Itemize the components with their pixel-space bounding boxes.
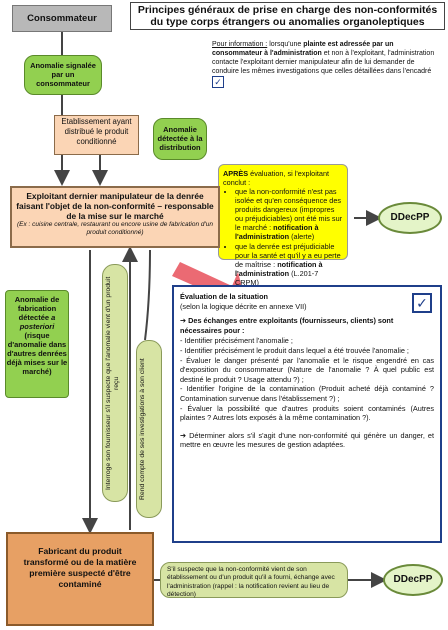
bottom-note: S'il suspecte que la non-conformité vien… [160, 562, 348, 598]
checkbox-icon: ✓ [412, 293, 432, 313]
eval-line: - Évaluer le danger présenté par l'anoma… [180, 355, 434, 384]
ddecpp-bottom: DDecPP [383, 564, 443, 596]
exploitant-box: Exploitant dernier manipulateur de la de… [10, 186, 220, 248]
consommateur-box: Consommateur [12, 5, 112, 32]
anomalie-fabrication-box: Anomalie de fabrication détectée a poste… [5, 290, 69, 398]
interroge-fournisseur-pill: Interroge son fournisseur s'il suspecte … [102, 264, 128, 502]
page-title: Principes généraux de prise en charge de… [130, 2, 445, 30]
eval-line: - Identifier précisément l'anomalie ; [180, 336, 293, 346]
ddecpp-top: DDecPP [378, 202, 442, 234]
fabricant-box: Fabricant du produit transformé ou de la… [6, 532, 154, 626]
evaluation-box: ✓ Évaluation de la situation (selon la l… [172, 285, 442, 543]
eval-line: - Évaluer la possibilité que d'autres pr… [180, 403, 434, 423]
eval-line: - Identifier l'origine de la contaminati… [180, 384, 434, 403]
etablissement-box: Etablissement ayant distribué le produit… [54, 115, 139, 155]
anomalie-signalee-box: Anomalie signalée par un consommateur [24, 55, 102, 95]
info-note: Pour information : lorsqu'une plainte es… [212, 41, 435, 88]
eval-line: - Identifier précisément le produit dans… [180, 345, 409, 355]
rend-compte-pill: Rend compte de ses investigations à son … [136, 340, 162, 518]
anomalie-distribution-box: Anomalie détectée à la distribution [153, 118, 207, 160]
checkbox-icon: ✓ [212, 76, 224, 88]
apres-box: APRÈS évaluation, si l'exploitant conclu… [218, 164, 348, 287]
